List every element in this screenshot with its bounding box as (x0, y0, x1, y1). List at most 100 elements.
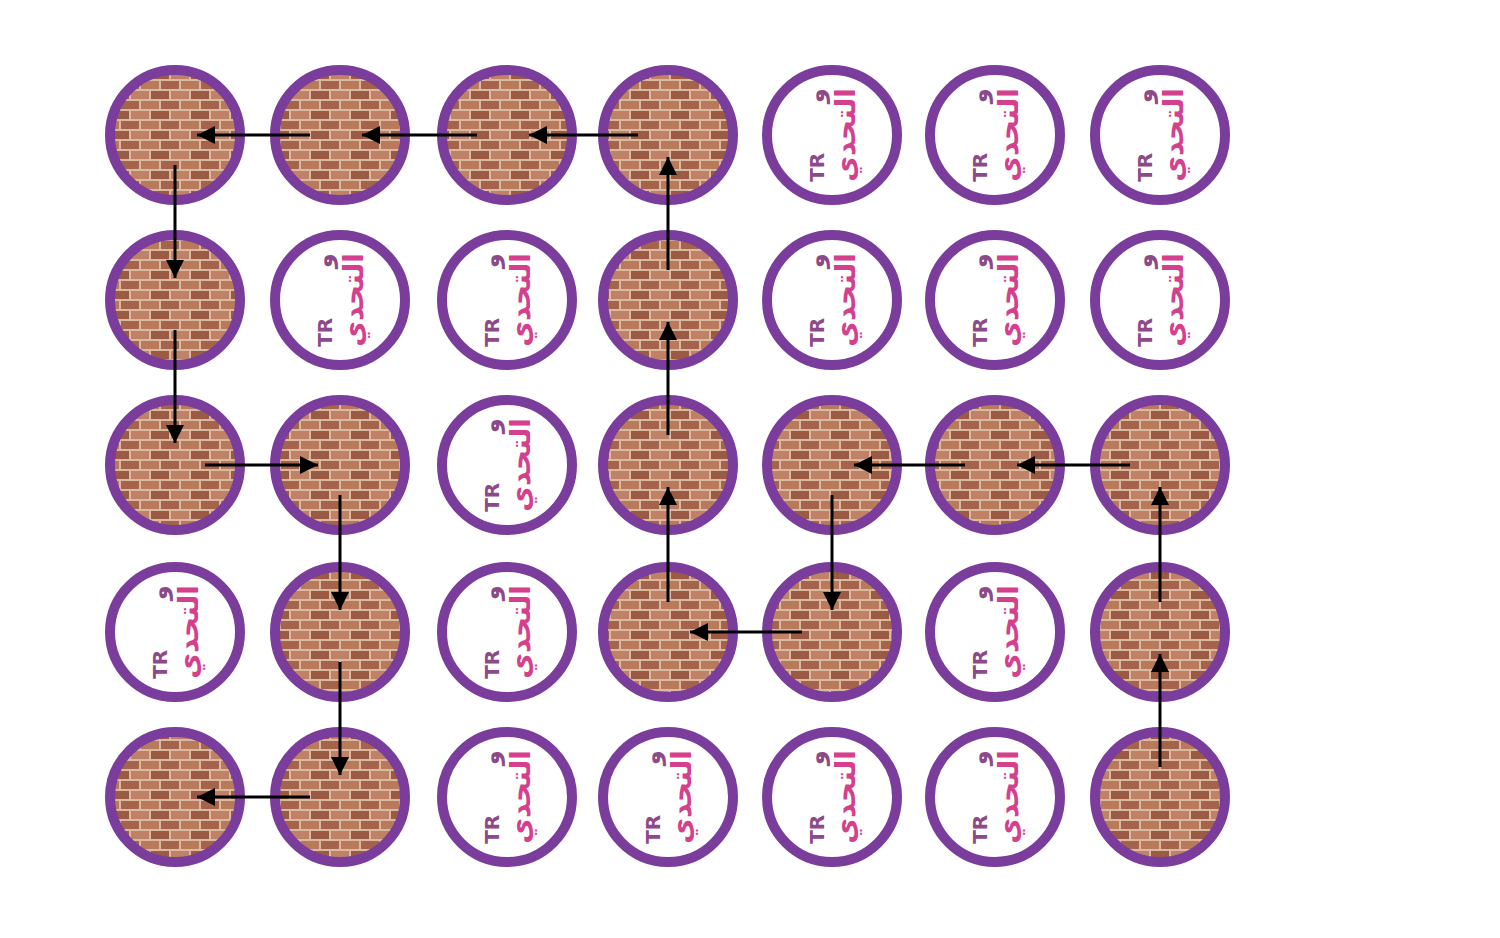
logo-circle: TR والتحدي (1090, 230, 1230, 370)
circle-ring (930, 70, 1060, 200)
logo-line: التحدي (830, 253, 862, 347)
logo-circle: TR والتحدي (437, 395, 577, 535)
logo-circle: TRوالتحدي (105, 562, 245, 702)
logo-circle: TRوالتحدي (925, 727, 1065, 867)
logo-line: TR و (477, 253, 505, 347)
logo-word: التحدي (172, 585, 205, 679)
path-arrows (175, 135, 1160, 797)
logo-line: TR و (802, 88, 830, 182)
logo-mark: TR (480, 815, 504, 844)
logo-circle: TR والتحدي (762, 65, 902, 205)
logo-line: TRو (965, 750, 993, 844)
logo-word: و (145, 585, 173, 600)
path-arrow (854, 464, 965, 467)
logo-mark: TR (480, 318, 504, 347)
path-arrow (831, 495, 834, 610)
logo-line: TR و (1130, 253, 1158, 347)
logo-word: التحدي (1157, 88, 1190, 182)
logo-mark: TR (1133, 318, 1157, 347)
logo-line: TRو (965, 253, 993, 347)
logo-word: و (477, 418, 505, 433)
path-arrow (197, 796, 310, 799)
logo-circle: TRوالتحدي (270, 230, 410, 370)
logo-line: TRو (638, 750, 666, 844)
logo-line: TRو (965, 585, 993, 679)
logo-line: التحدي (993, 585, 1025, 679)
logo-mark: TR (480, 650, 504, 679)
logo: TRوالتحدي (145, 585, 205, 679)
logo-line: التحدي (1158, 253, 1190, 347)
logo-line: التحدي (505, 418, 537, 512)
logo: TRوالتحدي (965, 253, 1025, 347)
logo-word: و (802, 750, 830, 765)
circle-ring (767, 70, 897, 200)
logo-mark: TR (1133, 153, 1157, 182)
logo-word: التحدي (992, 750, 1025, 844)
logo-mark: TR (968, 153, 992, 182)
logo-word: التحدي (504, 585, 537, 679)
logo: TR والتحدي (1130, 88, 1190, 182)
circle-ring (442, 235, 572, 365)
logo: TRوالتحدي (965, 585, 1025, 679)
circle-ring (275, 235, 405, 365)
logo-word: و (477, 750, 505, 765)
path-arrow (1159, 487, 1162, 602)
logo-word: التحدي (504, 253, 537, 347)
logo-word: و (965, 585, 993, 600)
logo: TR والتحدي (477, 585, 537, 679)
logo-word: و (1130, 88, 1158, 103)
path-arrow (362, 134, 477, 137)
logo: TR والتحدي (477, 418, 537, 512)
logo-circle: TRوالتحدي (925, 562, 1065, 702)
logo-word: و (1130, 253, 1158, 268)
logo-line: التحدي (505, 750, 537, 844)
logo: TR والتحدي (477, 750, 537, 844)
logo-mark: TR (805, 318, 829, 347)
path-arrow (197, 134, 310, 137)
path-arrow (667, 322, 670, 435)
path-arrow (339, 495, 342, 610)
logo-mark: TR (313, 318, 337, 347)
circle-ring (767, 235, 897, 365)
path-arrow (667, 487, 670, 602)
logo-word: التحدي (992, 253, 1025, 347)
circle-ring (442, 567, 572, 697)
logo-word: و (802, 253, 830, 268)
logo-word: التحدي (337, 253, 370, 347)
circle-ring (767, 732, 897, 862)
path-arrow (690, 631, 802, 634)
logo-line: التحدي (666, 750, 698, 844)
logo: TR والتحدي (477, 253, 537, 347)
logo-word: و (477, 253, 505, 268)
logo-line: TR و (1130, 88, 1158, 182)
logo-line: التحدي (830, 88, 862, 182)
logo-line: TRو (310, 253, 338, 347)
circle-ring (442, 732, 572, 862)
logo-mark: TR (805, 153, 829, 182)
logo: TRوالتحدي (638, 750, 698, 844)
logo-line: التحدي (173, 585, 205, 679)
logo-mark: TR (641, 815, 665, 844)
logo-line: TR و (477, 750, 505, 844)
logo-line: TR و (477, 585, 505, 679)
logo-line: التحدي (1158, 88, 1190, 182)
path-arrow (174, 330, 177, 443)
logo-word: و (965, 253, 993, 268)
logo-word: و (477, 585, 505, 600)
logo-word: التحدي (829, 750, 862, 844)
logo: TRوالتحدي (965, 88, 1025, 182)
logo-word: التحدي (665, 750, 698, 844)
logo-line: التحدي (505, 253, 537, 347)
circle-ring (930, 732, 1060, 862)
logo-mark: TR (480, 483, 504, 512)
path-arrow (529, 134, 638, 137)
circle-ring (603, 732, 733, 862)
path-arrow (1017, 464, 1130, 467)
circle-ring (930, 567, 1060, 697)
logo-word: التحدي (829, 253, 862, 347)
circle-ring (442, 400, 572, 530)
logo-circle: TRوالتحدي (762, 727, 902, 867)
logo-word: و (802, 88, 830, 103)
